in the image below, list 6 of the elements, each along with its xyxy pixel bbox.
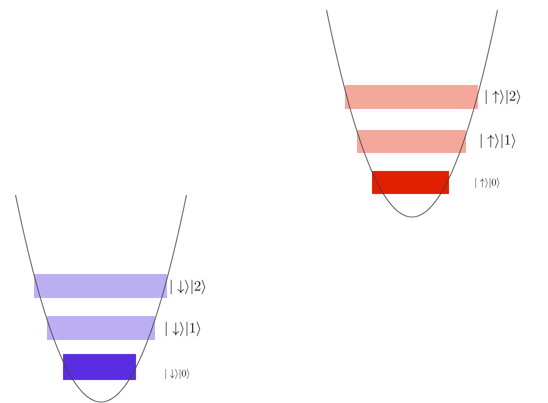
state-label: $|\downarrow\rangle|0\rangle$ — [165, 368, 190, 379]
state-label: $|\uparrow\rangle|2\rangle$ — [486, 90, 520, 104]
state-label: $|\downarrow\rangle|2\rangle$ — [170, 280, 206, 294]
state-label: $|\uparrow\rangle|1\rangle$ — [480, 134, 516, 148]
state-label: $|\uparrow\rangle|0\rangle$ — [475, 178, 500, 188]
state-label: $|\downarrow\rangle|1\rangle$ — [166, 322, 200, 336]
